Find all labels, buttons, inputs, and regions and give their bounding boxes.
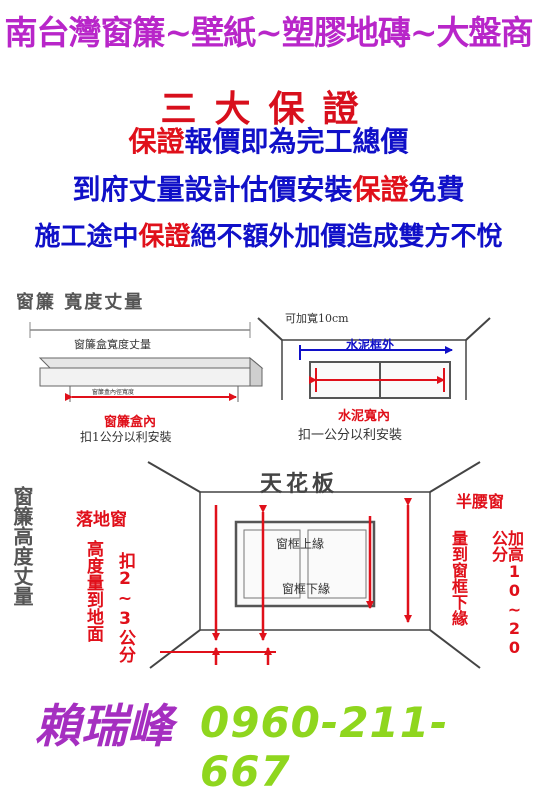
guarantee-1-post: 報價即為完工總價 [184,125,409,158]
curtain-box-diagram [29,322,264,402]
curtain-box-inner-label: 窗簾盒內 [104,415,157,430]
measurement-diagram [29,317,491,669]
wall-note: 扣一公分以利安裝 [298,428,403,443]
frame-top-label: 窗框上緣 [276,537,325,551]
floor-window-label: 落地窗 [76,510,127,530]
width-heading: 窗簾 寬度丈量 [16,292,145,313]
guarantee-2-pre: 到府丈量設計估價安裝 [72,173,353,206]
guarantee-3-post: 絕不額外加價造成雙方不悅 [190,222,503,252]
guarantee-3: 施工途中保證絕不額外加價造成雙方不悅 [0,216,537,253]
contact-phone[interactable]: 0960-211-667 [200,698,449,796]
wall-extra-label: 可加寬10cm [285,312,349,325]
half-window-label: 半腰窗 [456,492,505,511]
half-window-add: 加高10~20公分 [489,530,524,657]
curtain-box-note: 扣1公分以利安裝 [80,430,172,444]
guarantee-3-pre: 施工途中 [34,222,139,252]
wall-outside-label: 水泥框外 [346,338,395,352]
page-title: 南台灣窗簾~壁紙~塑膠地磚~大盤商 [4,13,534,52]
room-diagram [147,461,481,669]
guarantee-1: 保證報價即為完工總價 [0,120,537,160]
frame-bottom-label: 窗框下緣 [282,582,331,596]
curtain-box-width-label: 窗簾盒寬度丈量 [74,338,151,351]
page-subtitle: 三大保證 [160,88,377,130]
guarantee-1-highlight: 保證 [128,125,185,158]
wall-window-diagram [257,317,491,400]
ceiling-label: 天花板 [260,471,339,497]
floor-window-deduct: 扣2~3公分 [115,552,135,663]
wall-inside-label: 水泥寬內 [338,409,391,424]
half-window-note: 量到窗框下緣 [449,530,468,626]
floor-window-note: 高度量到地面 [83,540,103,642]
height-heading: 窗簾高度丈量 [10,486,34,606]
contact-name: 賴瑞峰 [35,699,173,753]
curtain-box-caption: 窗簾盒內徑寬度 [92,389,135,396]
guarantee-2: 到府丈量設計估價安裝保證免費 [0,168,537,208]
guarantee-2-highlight: 保證 [352,173,409,206]
guarantee-3-highlight: 保證 [138,222,191,252]
guarantee-2-post: 免費 [408,173,465,206]
